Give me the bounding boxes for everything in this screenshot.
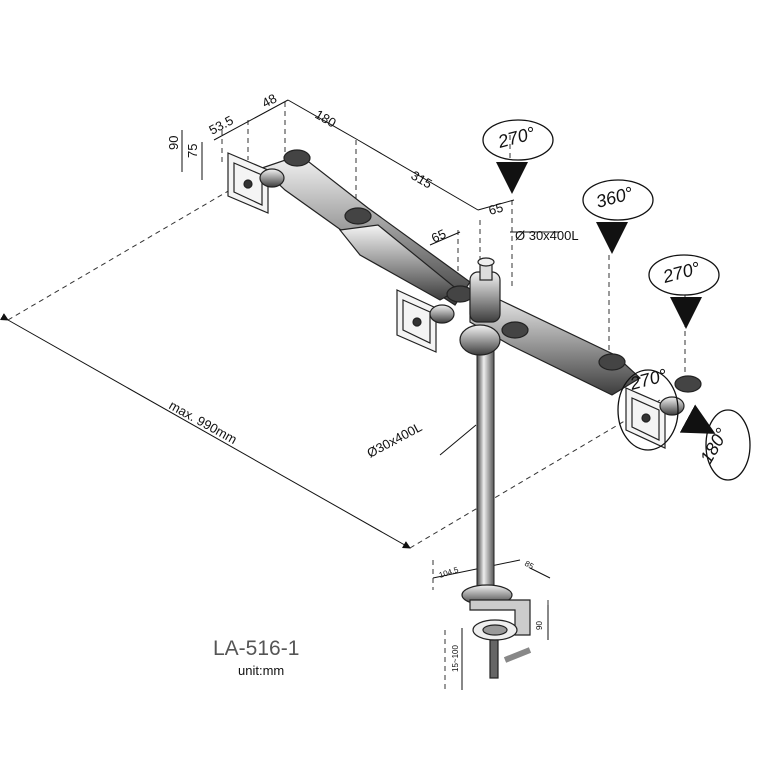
unit-label: unit:mm	[238, 663, 285, 678]
clamp-range: 15~100	[451, 645, 460, 672]
vesa-plate-left	[227, 152, 285, 214]
dim-75: 75	[185, 144, 200, 158]
rotation-360: 360°	[594, 183, 635, 212]
dimension-lines	[0, 99, 560, 690]
rotation-270-plate: 270°	[627, 365, 669, 394]
dim-90: 90	[166, 136, 181, 150]
dim-65-right: 65	[487, 200, 505, 218]
dim-65-left: 65	[429, 226, 448, 246]
construction-lines	[7, 102, 686, 690]
monitor-arms	[260, 149, 702, 396]
vesa-plate-right	[625, 387, 685, 449]
clamp-dim-104-5: 104.5	[438, 565, 460, 580]
rotation-indicators	[482, 119, 751, 481]
pole-dimension-top: Ø 30x400L	[515, 228, 579, 243]
rotation-270-top: 270°	[495, 123, 537, 152]
dim-53-5: 53.5	[206, 113, 235, 138]
vesa-plate-center	[396, 289, 455, 353]
pole-dimension-side: Ø30x400L	[364, 419, 424, 460]
dim-48: 48	[259, 91, 279, 111]
rotation-180: 180°	[696, 425, 732, 467]
central-hub	[459, 257, 501, 356]
desk-clamp	[461, 584, 532, 679]
max-span: max. 990mm	[167, 398, 240, 448]
clamp-dim-90: 90	[535, 621, 544, 630]
rotation-270-right: 270°	[660, 258, 702, 287]
model-number: LA-516-1	[213, 637, 300, 660]
